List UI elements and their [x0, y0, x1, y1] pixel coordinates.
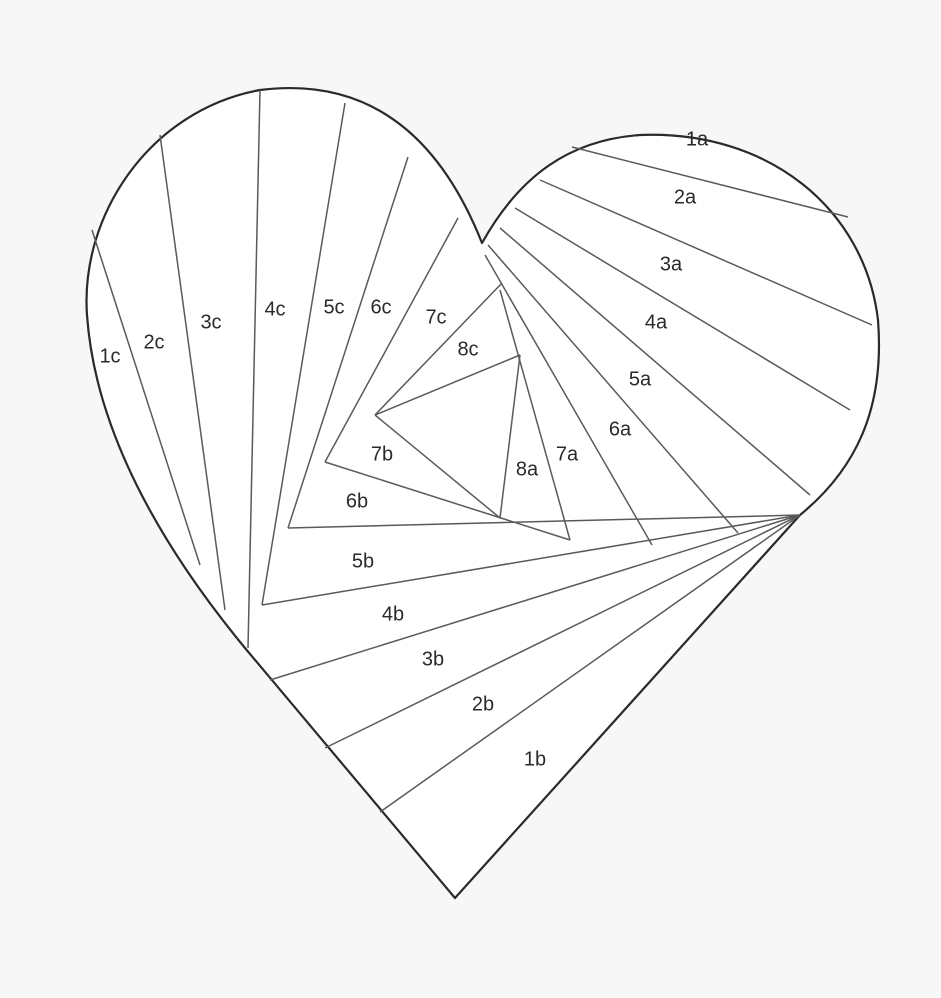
label-2c: 2c	[143, 331, 164, 353]
label-2a: 2a	[674, 186, 697, 208]
label-7c: 7c	[425, 306, 446, 328]
label-4a: 4a	[645, 311, 668, 333]
label-8c: 8c	[457, 338, 478, 360]
label-1a: 1a	[686, 128, 709, 150]
label-6b: 6b	[346, 490, 368, 512]
label-3a: 3a	[660, 253, 683, 275]
label-3b: 3b	[422, 648, 444, 670]
label-5b: 5b	[352, 550, 374, 572]
label-5a: 5a	[629, 368, 652, 390]
label-7b: 7b	[371, 443, 393, 465]
label-5c: 5c	[323, 296, 344, 318]
label-3c: 3c	[200, 311, 221, 333]
label-1b: 1b	[524, 748, 546, 770]
label-6a: 6a	[609, 418, 632, 440]
label-8a: 8a	[516, 458, 539, 480]
label-6c: 6c	[370, 296, 391, 318]
label-1c: 1c	[99, 345, 120, 367]
label-4b: 4b	[382, 603, 404, 625]
label-4c: 4c	[264, 298, 285, 320]
heart-outline	[87, 88, 879, 898]
label-7a: 7a	[556, 443, 579, 465]
label-2b: 2b	[472, 693, 494, 715]
